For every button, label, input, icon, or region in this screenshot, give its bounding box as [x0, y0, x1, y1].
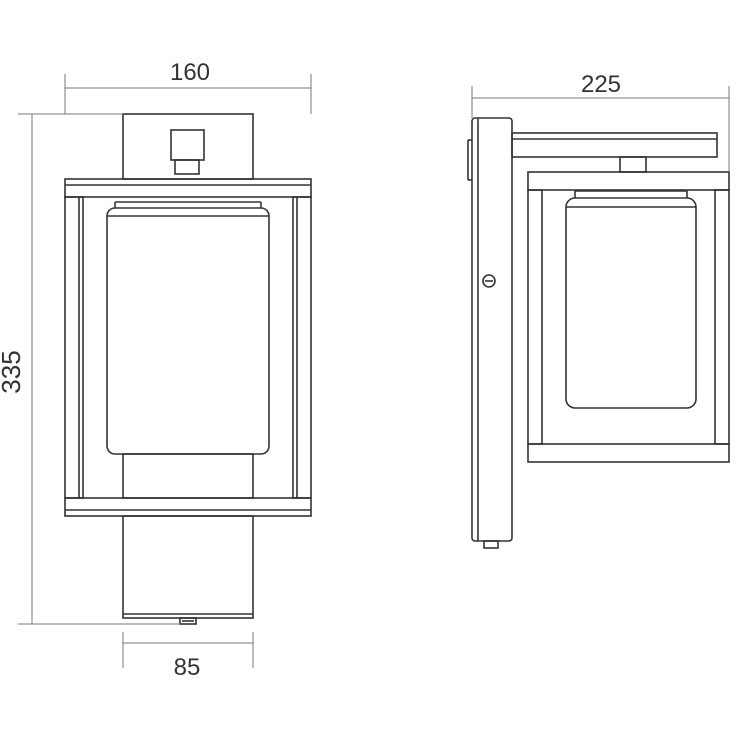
side-bottom-crossbar — [527, 443, 730, 463]
dimension-depth-side — [471, 86, 730, 172]
side-right-post — [714, 189, 730, 445]
side-arm — [511, 132, 718, 158]
dimension-height-front — [18, 113, 180, 625]
dimension-base-width-front-label: 85 — [174, 654, 201, 681]
dimension-height-front-label: 335 — [0, 350, 26, 393]
side-glass-cylinder — [565, 197, 697, 409]
dimension-width-front — [64, 74, 312, 114]
dimension-width-front-label: 160 — [170, 59, 210, 86]
front-left-post — [64, 196, 84, 499]
side-view — [467, 117, 730, 549]
front-lower-band — [122, 453, 254, 499]
dimension-depth-side-label: 225 — [581, 71, 621, 98]
front-view — [64, 113, 312, 625]
front-bottom-crossbar — [64, 497, 312, 517]
side-top-crossbar — [527, 171, 730, 191]
front-bottom-canopy — [122, 515, 254, 619]
front-bottom-screw — [179, 617, 197, 625]
front-top-connector-cap — [174, 159, 200, 175]
side-mount-screw — [482, 274, 496, 288]
side-bottom-screw — [483, 540, 499, 549]
front-right-post — [292, 196, 312, 499]
side-arm-connector — [619, 156, 647, 173]
front-top-crossbar — [64, 178, 312, 198]
side-left-post — [527, 189, 543, 445]
front-top-connector — [170, 129, 205, 161]
front-top-mount-block — [122, 113, 254, 180]
dimension-base-width-front — [122, 632, 254, 668]
front-glass-cylinder — [106, 207, 270, 455]
